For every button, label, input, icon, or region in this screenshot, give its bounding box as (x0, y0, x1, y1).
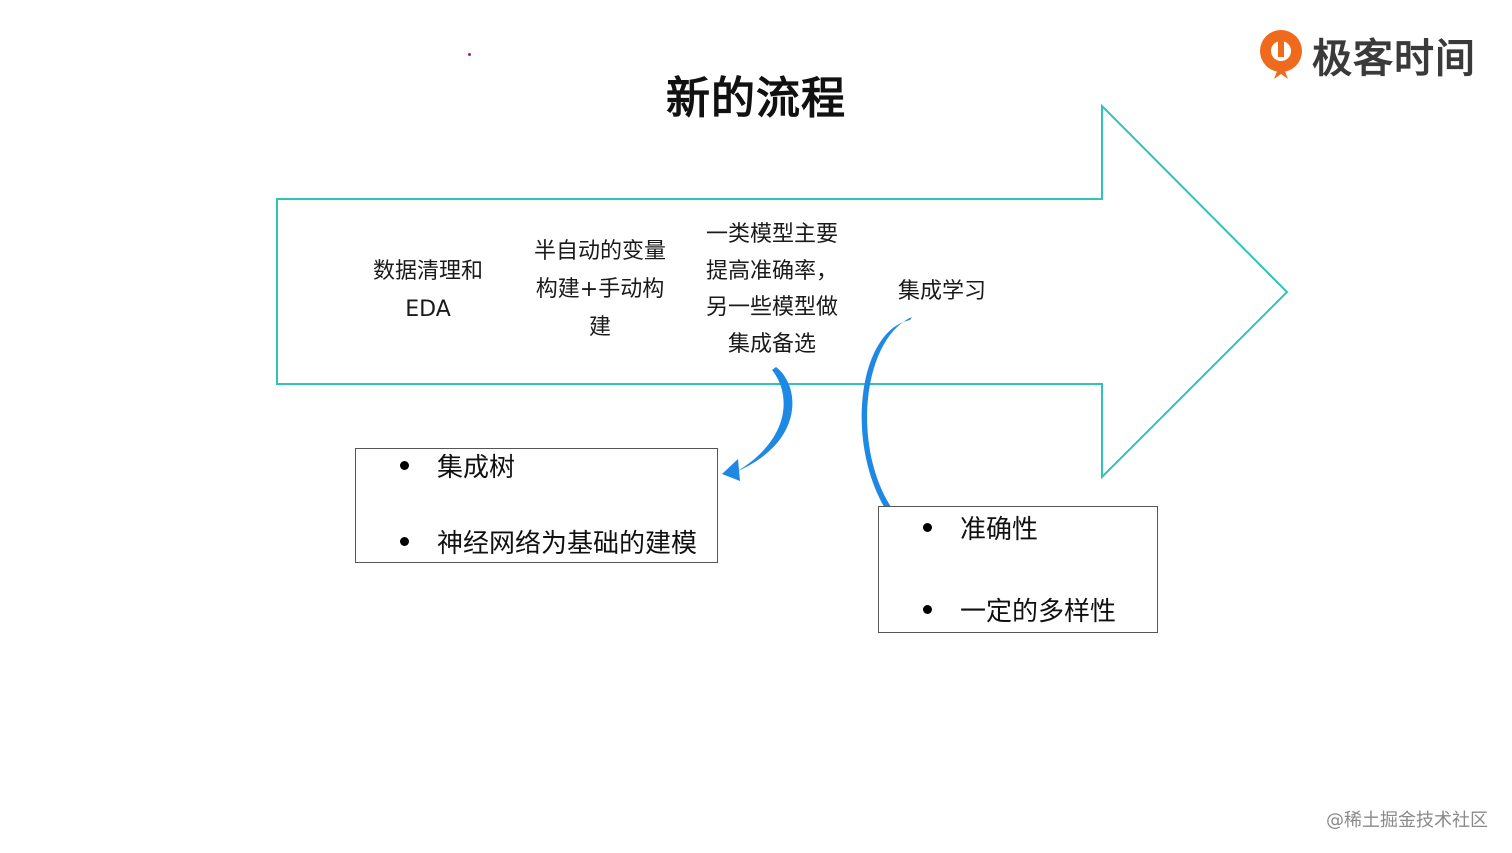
step-line: 构建+手动构 (535, 277, 665, 302)
connector-arrowhead-left (722, 459, 740, 481)
step-line: 集成备选 (727, 331, 816, 357)
step-model-ensemble-candidates: 一类模型主要 提高准确率， 另一些模型做 集成备选 (690, 217, 854, 363)
list-item-text: 一定的多样性 (960, 596, 1117, 627)
step-line: 另一些模型做 (705, 295, 838, 320)
list-item: 一定的多样性 (879, 589, 1157, 629)
step-line: 数据清理和 (372, 259, 483, 284)
bullet-icon (400, 536, 409, 546)
connector-curve-left (736, 367, 793, 472)
box-ensemble-criteria: 准确性 一定的多样性 (878, 506, 1158, 633)
step-line: EDA (405, 297, 451, 322)
geektime-logo-icon (1260, 30, 1302, 79)
list-item-text: 神经网络为基础的建模 (437, 528, 698, 559)
step-feature-building: 半自动的变量 构建+手动构 建 (518, 233, 682, 347)
step-ensemble-learning: 集成学习 (882, 273, 1002, 311)
step-data-cleaning: 数据清理和 EDA (350, 253, 506, 329)
box-model-types: 集成树 神经网络为基础的建模 (355, 448, 718, 563)
list-item: 集成树 (356, 445, 717, 485)
bullet-icon (400, 460, 409, 470)
list-item: 神经网络为基础的建模 (356, 521, 717, 561)
list-item-text: 准确性 (960, 514, 1039, 545)
step-line: 提高准确率， (705, 258, 838, 284)
list-item-text: 集成树 (437, 452, 516, 483)
connector-curve-right (861, 317, 912, 532)
logo-text: 极客时间 (1312, 36, 1476, 82)
page-title: 新的流程 (666, 73, 846, 124)
step-line: 一类模型主要 (705, 222, 838, 247)
step-line: 半自动的变量 (533, 239, 666, 264)
watermark: @稀土掘金技术社区 (1326, 810, 1488, 831)
bullet-icon (923, 604, 932, 614)
step-line: 建 (588, 315, 611, 340)
stray-dot (468, 53, 471, 56)
logo: 极客时间 (1256, 26, 1488, 84)
list-item: 准确性 (879, 507, 1157, 547)
process-arrow (276, 103, 1289, 480)
bullet-icon (923, 522, 932, 532)
step-line: 集成学习 (897, 279, 986, 304)
